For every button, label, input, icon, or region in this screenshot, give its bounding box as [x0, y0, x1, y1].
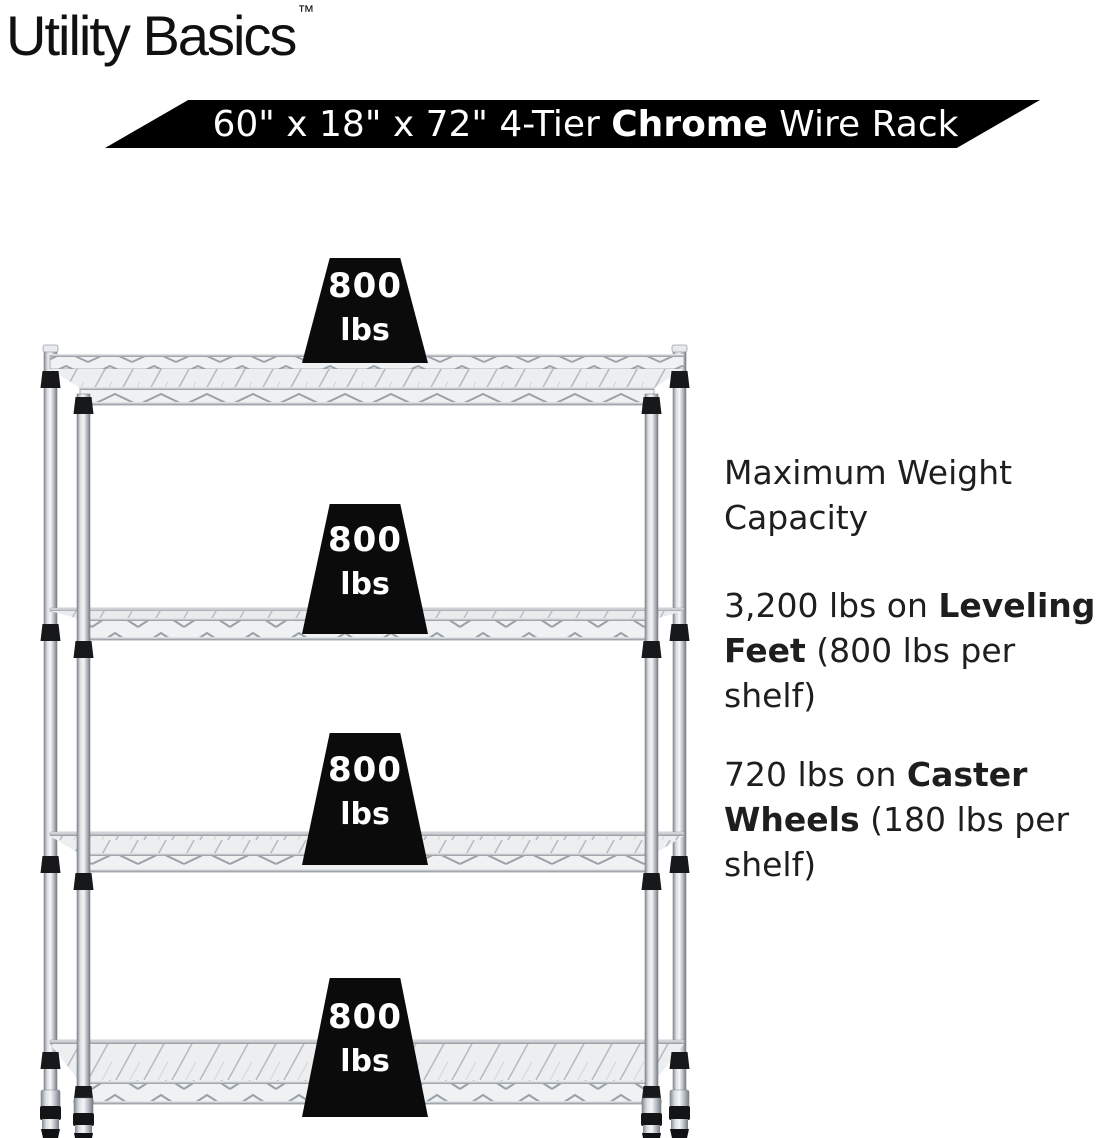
title-banner: 60" x 18" x 72" 4-Tier Chrome Wire Rack: [105, 100, 1040, 148]
title-type: Wire Rack: [767, 103, 959, 145]
weight-value: 800: [328, 520, 402, 560]
weight-value: 800: [328, 750, 402, 790]
product-title: 60" x 18" x 72" 4-Tier Chrome Wire Rack: [186, 104, 958, 145]
weight-unit: lbs: [340, 797, 390, 832]
weight-unit: lbs: [340, 567, 390, 602]
weight-unit: lbs: [340, 312, 390, 348]
title-finish: Chrome: [611, 103, 768, 145]
title-dimensions: 60" x 18" x 72" 4-Tier: [212, 103, 612, 145]
weight-value: 800: [328, 997, 402, 1037]
weight-capacity-specs: Maximum Weight Capacity 3,200 lbs on Lev…: [724, 450, 1102, 921]
weight-unit: lbs: [340, 1044, 390, 1079]
spec-item-caster-wheels: 720 lbs on Caster Wheels (180 lbs per sh…: [724, 755, 1070, 884]
brand-name: Utility Basics: [6, 4, 297, 67]
trademark-symbol: ™: [297, 2, 315, 21]
spec-item-leveling-feet: 3,200 lbs on Leveling Feet (800 lbs per …: [724, 586, 1096, 715]
specs-heading: Maximum Weight Capacity: [724, 453, 1013, 537]
weight-value: 800: [328, 265, 402, 306]
